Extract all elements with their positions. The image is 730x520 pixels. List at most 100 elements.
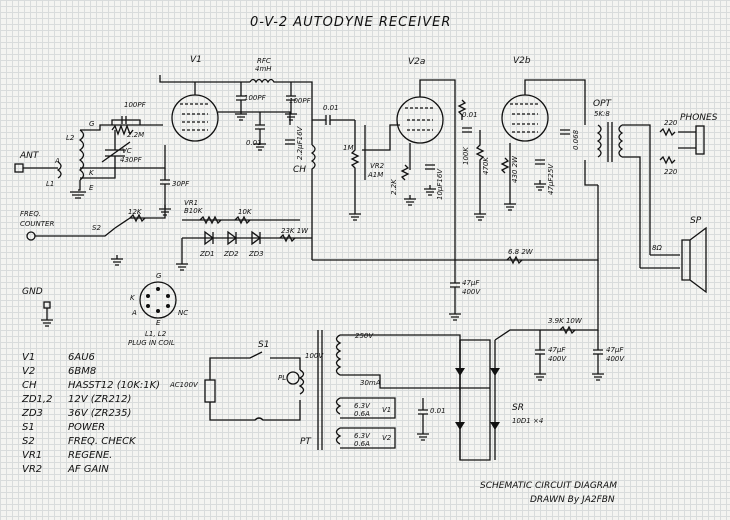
label-3-9k: 3.9K 10W [548, 317, 583, 325]
label-47uf-25v: 47μF25V [547, 163, 555, 195]
ground-symbol [424, 185, 436, 196]
ground-symbol [534, 370, 546, 381]
label-100v: 100V [305, 352, 324, 360]
label-heater-v1: V1 [382, 406, 391, 414]
opt-primary [596, 124, 602, 158]
label-10k: 10K [238, 208, 253, 216]
label-l1: L1 [46, 180, 54, 188]
capacitor-47uf-c [593, 330, 603, 370]
legend-ref: VR2 [22, 464, 42, 475]
label-phones: PHONES [680, 113, 718, 123]
resistor-430 [500, 143, 511, 200]
label-s1: S1 [258, 340, 269, 350]
antenna-terminal [14, 163, 24, 173]
label-opt-value: 5K:8 [594, 110, 610, 118]
screen-wire [218, 111, 291, 125]
capacitor-001c [462, 127, 472, 133]
capacitor-100pf-b [236, 82, 246, 110]
ground-symbol [254, 140, 266, 151]
v2b-plate-wire [524, 79, 586, 125]
label-zd2: ZD2 [223, 250, 239, 258]
label-8ohm: 8Ω [652, 244, 662, 252]
label-pin-g: G [156, 272, 162, 280]
label-001b: 0.01 [323, 104, 339, 112]
label-30ma: 30mA [360, 379, 381, 387]
label-2-2k: 2.2K [390, 178, 398, 195]
label-2-2m: 2.2M [127, 131, 144, 139]
pt-primary [298, 369, 305, 395]
legend-value: 6BM8 [68, 366, 96, 377]
label-pin-e: E [156, 319, 161, 327]
resistors-220 [659, 127, 676, 165]
potentiometer-vr2 [362, 125, 372, 180]
counter-connector [26, 231, 36, 241]
label-sp: SP [690, 216, 702, 226]
ground-symbol [534, 180, 546, 191]
v2a-plate-wire [419, 79, 456, 260]
choke-ch [310, 144, 316, 260]
switch-s2 [35, 227, 116, 237]
tube-v2a-elements [405, 107, 435, 131]
legend-ref: V2 [22, 366, 35, 377]
capacitor-30pf [160, 179, 170, 185]
label-v2b: V2b [513, 56, 531, 66]
label-gnd: GND [22, 287, 43, 297]
grid-wire [80, 124, 163, 131]
resistor-3-9k [559, 325, 576, 335]
label-220b: 220 [664, 168, 678, 176]
capacitor-100pf [121, 116, 127, 124]
bridge-legs [459, 340, 496, 460]
legend-ref: S1 [22, 422, 35, 433]
legend-value: POWER [68, 422, 105, 433]
rfc-out-wire [300, 81, 313, 145]
phones-wires [678, 131, 696, 149]
label-zd1: ZD1 [199, 250, 215, 258]
label-pt: PT [300, 437, 312, 447]
speaker-wires [640, 254, 680, 269]
legend-value: FREQ. CHECK [68, 436, 137, 447]
label-rfc-value: 4mH [255, 65, 272, 73]
label-pin-nc: NC [178, 309, 188, 317]
ground-symbol [417, 430, 429, 441]
pt-core [317, 330, 323, 450]
tube-v2b-elements [510, 103, 540, 133]
opt-out-wires [622, 124, 651, 268]
label-47uf-c: 47μF [606, 346, 624, 354]
label-plug-in-coil: PLUG IN COIL [128, 339, 175, 347]
ground-symbol [404, 195, 416, 206]
label-12k: 12K [128, 208, 143, 216]
bridge-frame [459, 339, 491, 461]
switch-s1 [209, 351, 301, 380]
label-pl: PL [278, 374, 286, 382]
ground-symbol [449, 310, 461, 321]
ground-symbol [285, 110, 297, 121]
legend-ref: S2 [22, 436, 35, 447]
legend-ref: CH [22, 380, 37, 391]
resistor-23k [279, 233, 296, 243]
label-vr1: VR1 [184, 199, 198, 207]
legend-ref: VR1 [22, 450, 42, 461]
v1-plate-wire [159, 75, 250, 95]
label-470k: 470K [482, 156, 490, 175]
label-400v-a: 400V [462, 288, 481, 296]
label-pin-k: K [130, 294, 136, 302]
legend-ref: ZD3 [21, 408, 43, 419]
resistor-10k [234, 215, 251, 225]
pilot-lamp [286, 371, 300, 385]
label-a1m: A1M [367, 171, 383, 179]
label-47uf-a: 47μF [462, 279, 480, 287]
tube-v2b [501, 94, 549, 142]
ground-symbol [349, 210, 361, 221]
dc-out-wire [494, 260, 599, 341]
legend-value: REGENE. [68, 450, 112, 461]
label-001a: 0.01 [246, 139, 262, 147]
label-v2a: V2a [408, 57, 425, 67]
label-ch: CH [293, 165, 306, 175]
resistor-470k [475, 130, 485, 210]
resistor-6-8 [506, 255, 523, 265]
legend-ref: V1 [22, 352, 35, 363]
label-23k: 23K 1W [281, 227, 309, 235]
label-pin-a: A [131, 309, 137, 317]
